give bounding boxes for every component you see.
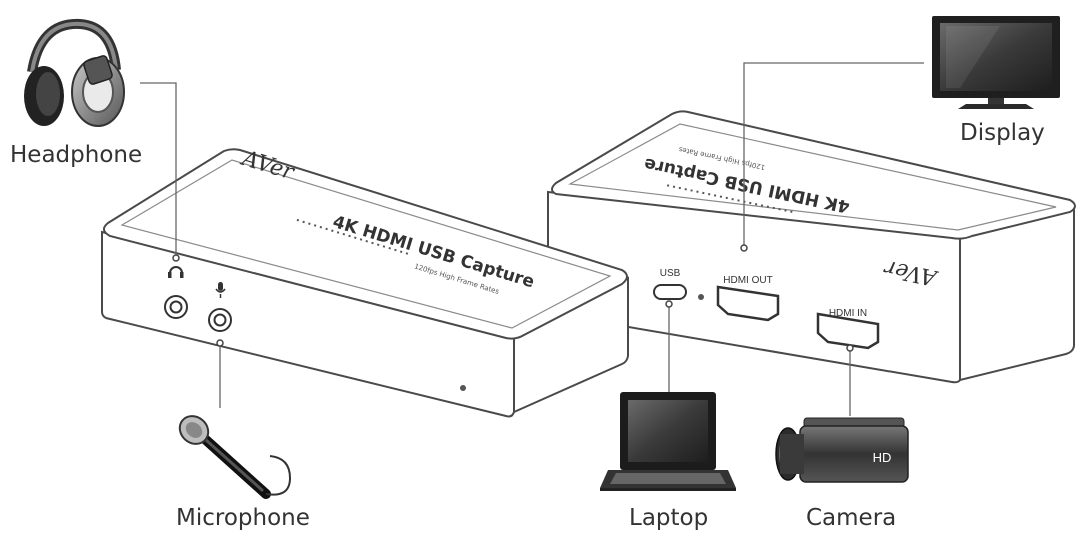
hdmi-out-port-label: HDMI OUT: [723, 275, 772, 286]
headphone-jack: [164, 266, 188, 319]
camera-hd-badge: HD: [873, 450, 892, 465]
hdmi-in-port-label: HDMI IN: [829, 308, 867, 319]
wire-headphone: [140, 82, 177, 258]
hdmi-out-port: [716, 285, 780, 322]
camera-icon: HD: [775, 417, 909, 483]
headphone-icon: [24, 18, 125, 127]
capture-unit-front: AVer 4K HDMI USB Capture 120fps High Fra…: [101, 146, 629, 418]
microphone-jack: [208, 282, 232, 332]
camera-label: Camera: [806, 505, 897, 531]
microphone-icon: [178, 415, 292, 499]
status-led: [698, 294, 704, 300]
display-icon: [932, 16, 1060, 109]
mic-port-icon: [218, 282, 223, 291]
headphone-label: Headphone: [10, 142, 143, 168]
laptop-icon: [600, 392, 736, 491]
microphone-label: Microphone: [176, 505, 310, 531]
usb-port: [653, 284, 687, 300]
laptop-label: Laptop: [629, 505, 709, 531]
wire-display: [743, 62, 924, 248]
usb-port-label: USB: [660, 268, 681, 279]
power-led: [460, 385, 466, 391]
headphone-port-icon: [169, 266, 183, 274]
capture-unit-rear: 4K HDMI USB Capture 120fps High Frame Ra…: [547, 110, 1076, 384]
hdmi-in-port: [816, 312, 880, 350]
display-label: Display: [960, 120, 1045, 146]
connection-wires: [140, 62, 924, 416]
